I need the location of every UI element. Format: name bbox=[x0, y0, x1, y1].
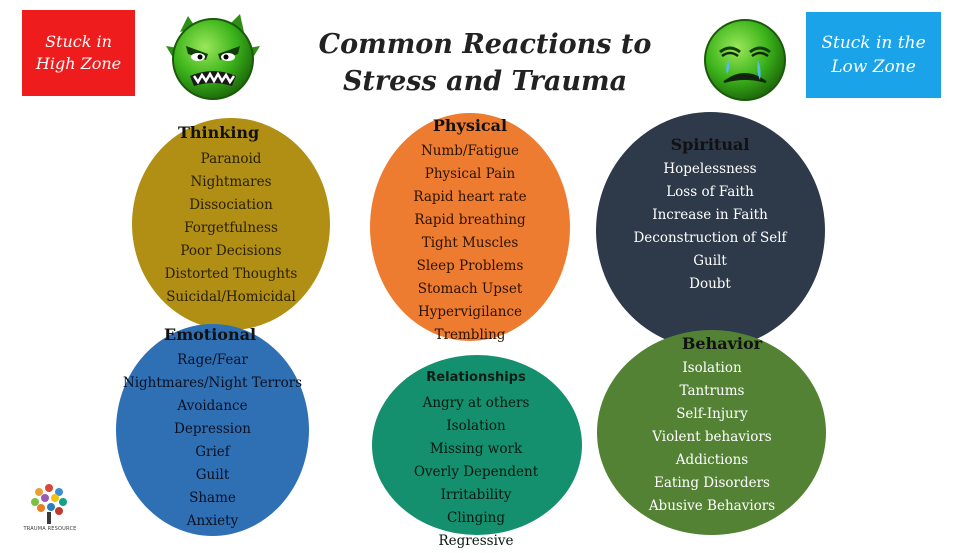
list-item: Rage/Fear bbox=[177, 352, 248, 368]
behavior-list: Isolation Tantrums Self-Injury Violent b… bbox=[612, 357, 812, 518]
low-zone-label: Stuck in the Low Zone bbox=[806, 12, 941, 98]
low-zone-line1: Stuck in the bbox=[821, 33, 926, 53]
list-item: Trembling bbox=[434, 327, 506, 343]
list-item: Guilt bbox=[195, 467, 230, 483]
list-item: Addictions bbox=[675, 452, 749, 468]
list-item: Increase in Faith bbox=[652, 207, 768, 223]
list-item: Anxiety bbox=[186, 513, 239, 529]
list-item: Missing work bbox=[429, 441, 523, 457]
list-item: Sleep Problems bbox=[416, 258, 524, 274]
list-item: Forgetfulness bbox=[184, 220, 278, 236]
thinking-section: Thinking Paranoid Nightmares Dissociatio… bbox=[146, 122, 316, 309]
list-item: Shame bbox=[189, 490, 236, 506]
behavior-section: Behavior Isolation Tantrums Self-Injury … bbox=[612, 332, 812, 518]
list-item: Grief bbox=[195, 444, 230, 460]
title-line1: Common Reactions to bbox=[318, 29, 652, 60]
list-item: Doubt bbox=[689, 276, 731, 292]
list-item: Rapid breathing bbox=[414, 212, 526, 228]
crying-face-icon bbox=[704, 19, 786, 101]
thinking-heading: Thinking bbox=[178, 123, 260, 142]
high-zone-label: Stuck in High Zone bbox=[22, 10, 135, 96]
high-zone-line1: Stuck in bbox=[45, 32, 112, 51]
list-item: Avoidance bbox=[177, 398, 248, 414]
list-item: Abusive Behaviors bbox=[648, 498, 776, 514]
list-item: Hopelessness bbox=[663, 161, 757, 177]
list-item: Deconstruction of Self bbox=[633, 230, 787, 246]
logo-mark-icon bbox=[31, 484, 67, 524]
list-item: Stomach Upset bbox=[417, 281, 523, 297]
trauma-resource-logo: TRAUMA RESOURCE bbox=[10, 482, 80, 538]
relationships-section: Relationships Angry at others Isolation … bbox=[396, 366, 556, 553]
list-item: Poor Decisions bbox=[180, 243, 282, 259]
list-item: Regressive bbox=[438, 533, 514, 549]
physical-heading: Physical bbox=[432, 116, 508, 135]
angry-face-icon bbox=[166, 14, 260, 100]
high-zone-line2: High Zone bbox=[35, 54, 122, 73]
list-item: Guilt bbox=[693, 253, 727, 269]
list-item: Tantrums bbox=[679, 383, 745, 399]
spiritual-list: Hopelessness Loss of Faith Increase in F… bbox=[605, 158, 815, 296]
page-title: Common Reactions to Stress and Trauma bbox=[290, 26, 680, 100]
list-item: Tight Muscles bbox=[421, 235, 519, 251]
emotional-circle bbox=[116, 324, 309, 536]
list-item: Depression bbox=[174, 421, 251, 437]
physical-section: Physical Numb/Fatigue Physical Pain Rapi… bbox=[380, 114, 560, 347]
list-item: Numb/Fatigue bbox=[420, 143, 520, 159]
behavior-circle bbox=[597, 330, 826, 535]
list-item: Physical Pain bbox=[424, 166, 516, 182]
list-item: Overly Dependent bbox=[413, 464, 539, 480]
list-item: Nightmares/Night Terrors bbox=[122, 375, 303, 391]
list-item: Rapid heart rate bbox=[413, 189, 527, 205]
list-item: Eating Disorders bbox=[654, 475, 770, 491]
list-item: Hypervigilance bbox=[418, 304, 522, 320]
relationships-heading: Relationships bbox=[426, 370, 526, 385]
title-line2: Stress and Trauma bbox=[342, 66, 628, 97]
list-item: Nightmares bbox=[190, 174, 272, 190]
spiritual-heading: Spiritual bbox=[670, 135, 750, 154]
list-item: Paranoid bbox=[200, 151, 262, 167]
low-zone-line2: Low Zone bbox=[831, 57, 916, 77]
list-item: Angry at others bbox=[422, 395, 530, 411]
emotional-list: Rage/Fear Nightmares/Night Terrors Avoid… bbox=[110, 349, 315, 533]
spiritual-circle bbox=[596, 112, 825, 349]
list-item: Self-Injury bbox=[676, 406, 748, 422]
relationships-circle bbox=[372, 355, 582, 535]
thinking-list: Paranoid Nightmares Dissociation Forgetf… bbox=[146, 148, 316, 309]
list-item: Dissociation bbox=[189, 197, 273, 213]
list-item: Violent behaviors bbox=[652, 429, 772, 445]
list-item: Isolation bbox=[682, 360, 742, 376]
behavior-heading: Behavior bbox=[681, 334, 763, 353]
emotional-heading: Emotional bbox=[164, 325, 257, 344]
logo-text: TRAUMA RESOURCE bbox=[23, 526, 77, 532]
physical-list: Numb/Fatigue Physical Pain Rapid heart r… bbox=[380, 140, 560, 347]
list-item: Irritability bbox=[440, 487, 512, 503]
thinking-circle bbox=[132, 118, 330, 330]
spiritual-section: Spiritual Hopelessness Loss of Faith Inc… bbox=[605, 133, 815, 296]
list-item: Loss of Faith bbox=[666, 184, 754, 200]
list-item: Suicidal/Homicidal bbox=[166, 289, 296, 305]
list-item: Isolation bbox=[446, 418, 506, 434]
physical-circle bbox=[370, 113, 570, 341]
list-item: Clinging bbox=[447, 510, 505, 526]
emotional-section: Emotional Rage/Fear Nightmares/Night Ter… bbox=[110, 323, 315, 533]
list-item: Distorted Thoughts bbox=[164, 266, 298, 282]
relationships-list: Angry at others Isolation Missing work O… bbox=[396, 392, 556, 553]
